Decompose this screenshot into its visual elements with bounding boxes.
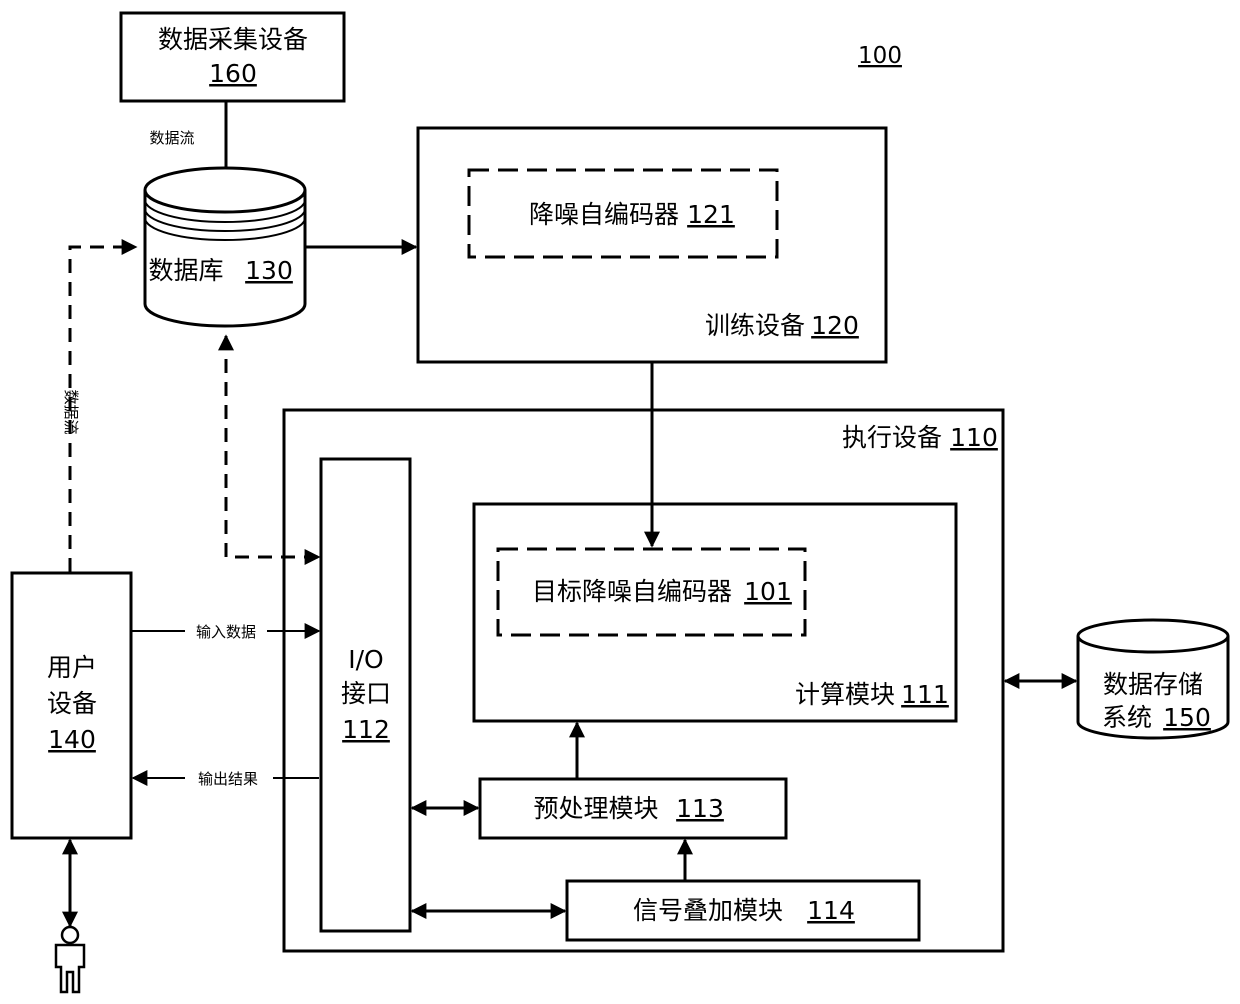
storage-line1: 数据存储 — [1103, 670, 1203, 699]
data-flow-side-label: 数据流 — [62, 389, 80, 434]
database-io-dashed-arrow — [226, 336, 319, 557]
database-cylinder-icon — [145, 168, 305, 326]
signal-module: 信号叠加模块 114 — [567, 881, 919, 940]
data-collection-device: 数据采集设备 160 — [121, 13, 344, 101]
user-line1: 用户 — [47, 653, 97, 682]
training-device-ref: 120 — [811, 311, 859, 340]
compute-module-ref: 111 — [901, 680, 949, 709]
signal-ref: 114 — [807, 896, 855, 925]
preprocess-ref: 113 — [676, 794, 724, 823]
database-name: 数据库 — [148, 256, 223, 285]
figure-ref-label: 100 — [858, 43, 902, 69]
compute-module: 目标降噪自编码器 101 计算模块 111 — [474, 504, 956, 721]
data-collection-ref: 160 — [209, 59, 257, 88]
signal-name: 信号叠加模块 — [633, 896, 783, 925]
preprocess-module: 预处理模块 113 — [480, 779, 786, 838]
output-result-label: 输出结果 — [198, 770, 258, 788]
training-device-name: 训练设备 — [705, 311, 805, 340]
preprocess-name: 预处理模块 — [533, 794, 658, 823]
data-flow-top-label: 数据流 — [149, 129, 194, 147]
io-ref: 112 — [342, 715, 390, 744]
storage-ref: 150 — [1163, 703, 1211, 732]
denoise-autoencoder-name: 降噪自编码器 — [529, 200, 679, 229]
storage-line2: 系统 — [1102, 703, 1152, 732]
execution-device-ref: 110 — [950, 423, 998, 452]
user-line2: 设备 — [47, 689, 97, 718]
user-device: 用户 设备 140 — [12, 573, 131, 838]
compute-module-name: 计算模块 — [795, 680, 895, 709]
data-collection-name: 数据采集设备 — [158, 25, 308, 54]
target-autoencoder-ref: 101 — [744, 577, 792, 606]
io-interface: I/O 接口 112 — [321, 459, 410, 931]
database-ref: 130 — [245, 256, 293, 285]
training-device: 降噪自编码器 121 训练设备 120 — [418, 128, 886, 362]
io-line2: 接口 — [341, 679, 391, 708]
io-line1: I/O — [348, 645, 383, 674]
person-icon — [56, 927, 84, 992]
target-autoencoder-name: 目标降噪自编码器 — [532, 577, 732, 606]
execution-device-name: 执行设备 — [842, 423, 942, 452]
denoise-autoencoder-ref: 121 — [687, 200, 735, 229]
user-ref: 140 — [48, 725, 96, 754]
input-data-label: 输入数据 — [196, 623, 256, 641]
